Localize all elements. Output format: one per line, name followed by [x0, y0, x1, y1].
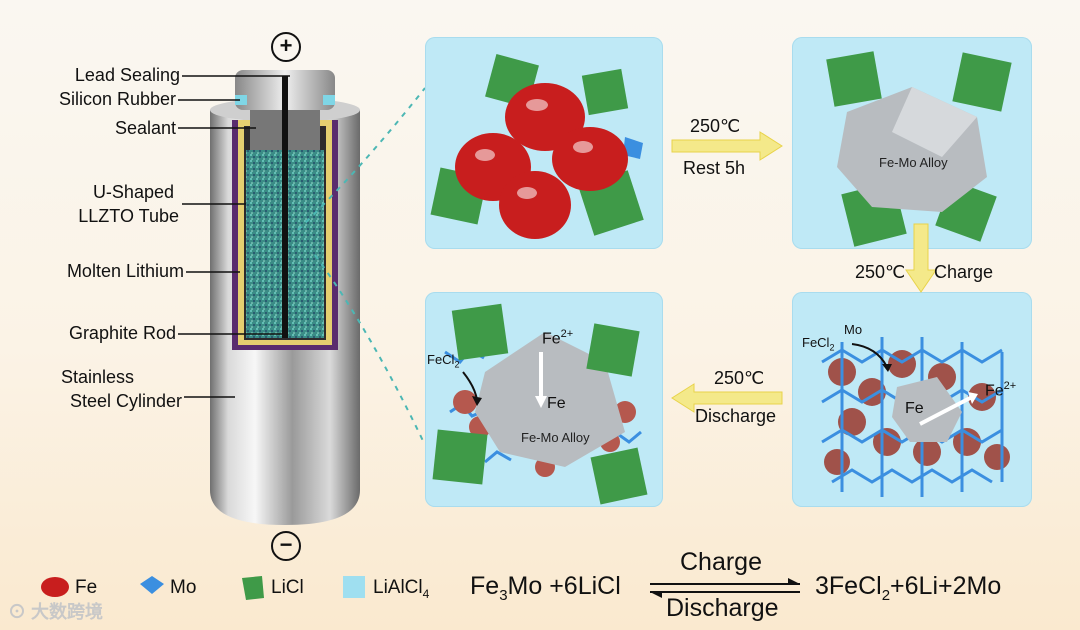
fe-label-discharge: Fe [547, 395, 566, 412]
rest-arrow [671, 131, 783, 161]
label-stainless: Stainless [60, 367, 134, 387]
legend-licl: LiCl [271, 577, 304, 598]
lialcl4-legend-swatch [343, 576, 365, 598]
charge-arrow [905, 223, 937, 293]
charge-action: Charge [934, 262, 994, 282]
label-molten-lithium: Molten Lithium [66, 261, 184, 281]
fe-label-charge: Fe [905, 400, 924, 417]
rest-temp: 250℃ [690, 116, 741, 136]
label-silicon-rubber: Silicon Rubber [58, 89, 176, 109]
equation-under: Discharge [666, 594, 779, 622]
fecl2-label-discharge: FeCl2 [427, 352, 460, 370]
fe2plus-label-discharge: Fe2+ [542, 328, 574, 348]
label-u-shaped: U-Shaped [92, 182, 174, 202]
label-steel-cylinder: Steel Cylinder [69, 391, 182, 411]
charge-temp: 250℃ [855, 262, 906, 282]
panel-initial-mixture [425, 37, 663, 249]
mo-legend-swatch [140, 576, 164, 594]
alloy-label-top: Fe-Mo Alloy [879, 155, 948, 170]
legend-mo: Mo [170, 577, 197, 598]
panel-alloy-formed: Fe-Mo Alloy [792, 37, 1032, 249]
mo-label-charge: Mo [844, 322, 863, 337]
equation-right: 3FeCl2+6Li+2Mo [815, 572, 1002, 604]
label-lead-sealing: Lead Sealing [74, 65, 180, 85]
panel-charged: Mo FeCl2 Fe Fe2+ [792, 292, 1032, 507]
rest-action: Rest 5h [683, 158, 746, 178]
fe2plus-label-charge: Fe2+ [985, 380, 1017, 400]
legend-lialcl4: LiAlCl4 [373, 577, 430, 601]
legend-fe: Fe [75, 577, 98, 598]
watermark-logo: ⊙ 大数跨境 [8, 602, 104, 622]
equation-left: Fe3Mo +6LiCl [470, 572, 621, 604]
battery-diagram [190, 40, 380, 550]
watermark-icon: ⊙ [8, 602, 32, 622]
licl-legend-swatch [242, 576, 264, 600]
panel-discharged: Fe2+ Fe FeCl2 Fe-Mo Alloy [425, 292, 663, 507]
label-llzto-tube: LLZTO Tube [78, 206, 179, 226]
label-graphite-rod: Graphite Rod [68, 323, 176, 343]
positive-terminal: + [271, 32, 301, 62]
discharge-arrow [671, 383, 783, 413]
discharge-action: Discharge [695, 406, 777, 426]
discharge-temp: 250℃ [714, 368, 765, 388]
fe-legend-swatch [41, 577, 69, 597]
alloy-label-bottom: Fe-Mo Alloy [521, 430, 590, 445]
negative-terminal: − [271, 531, 301, 561]
fecl2-label-charge: FeCl2 [802, 335, 835, 353]
label-sealant: Sealant [114, 118, 176, 138]
equation-over: Charge [680, 548, 762, 576]
